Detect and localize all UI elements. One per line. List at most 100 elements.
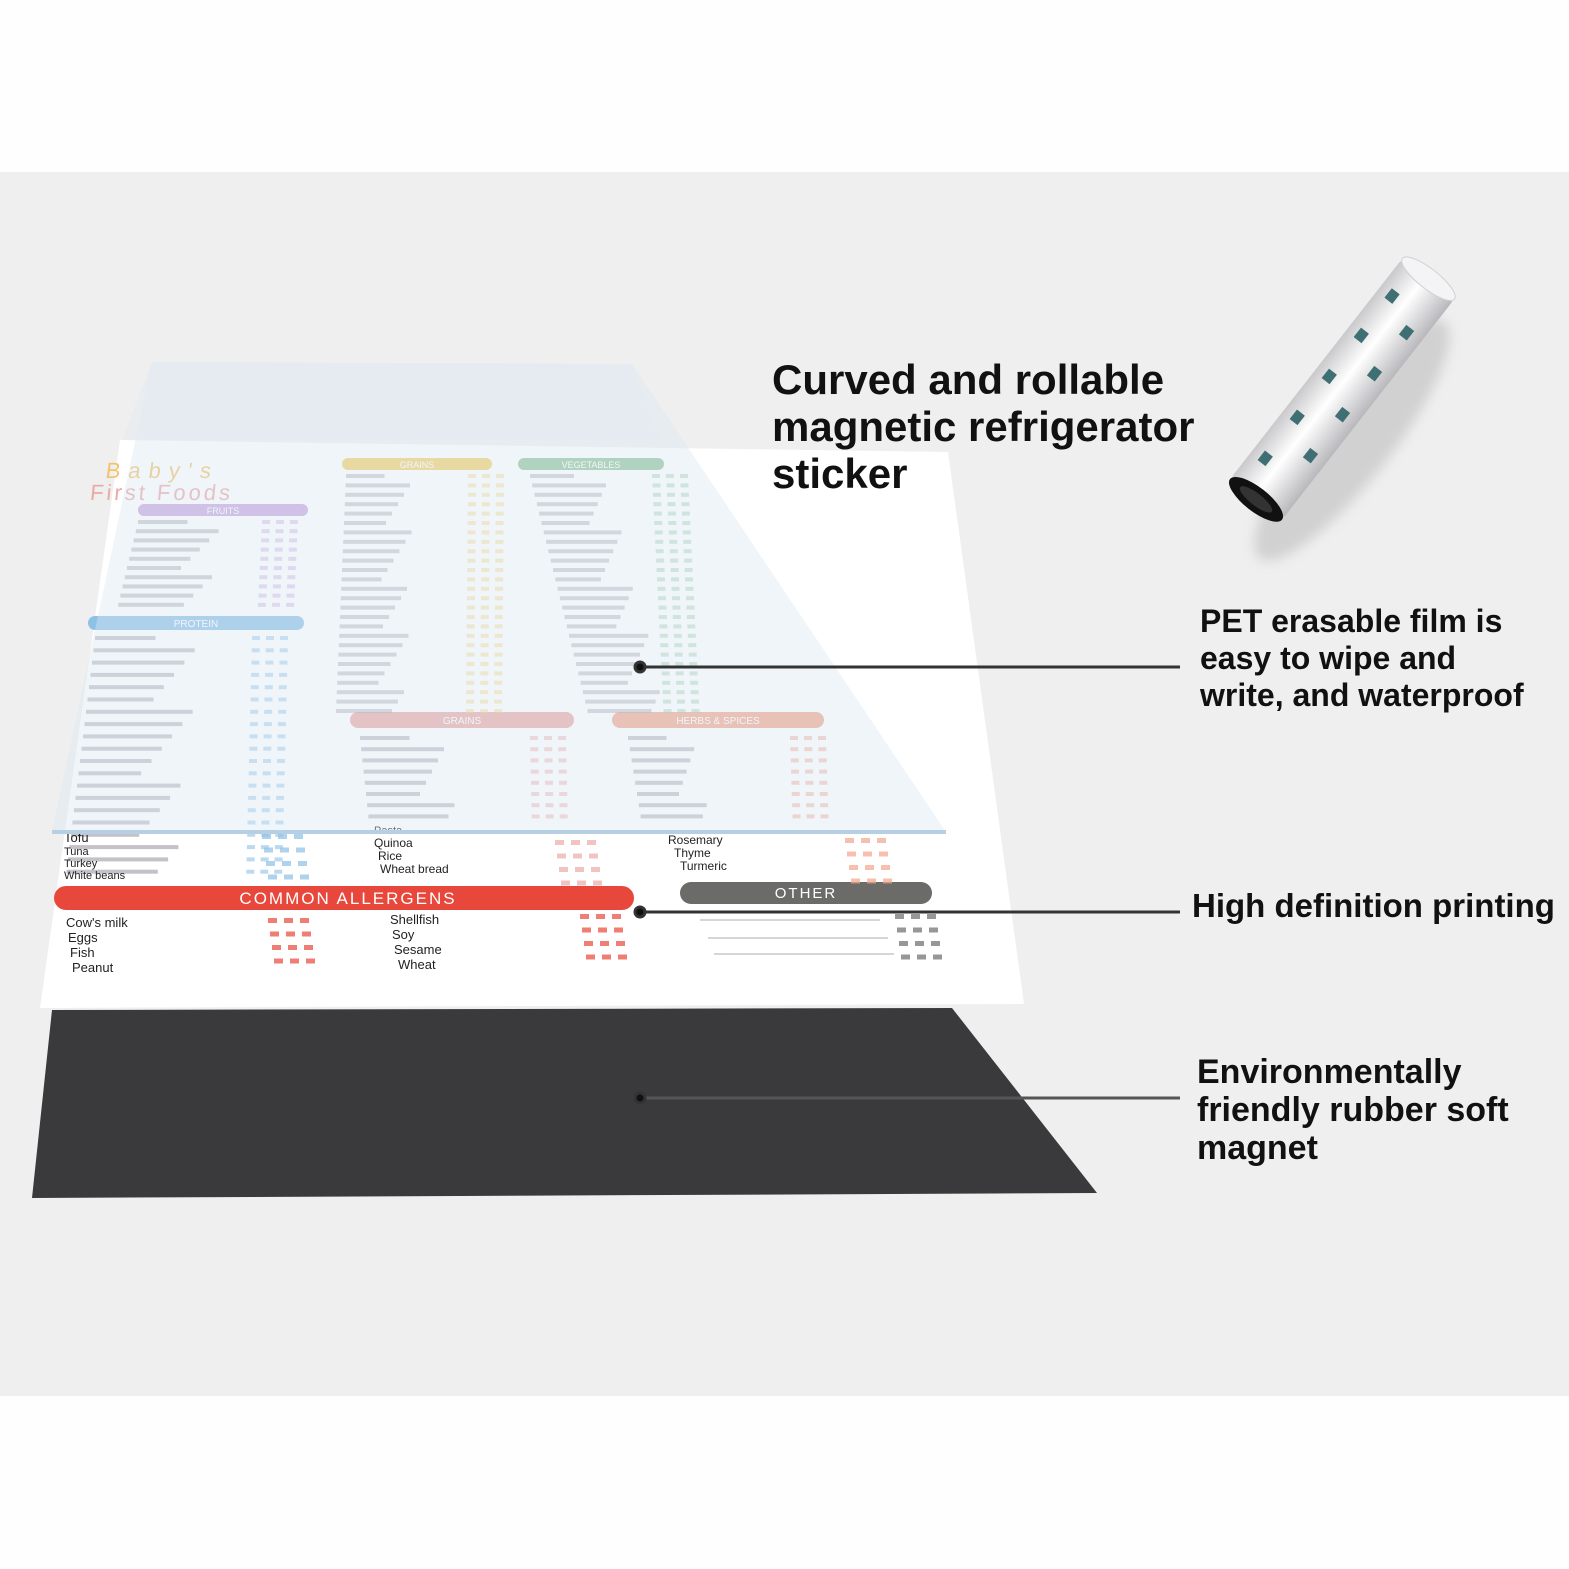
checkbox-dot bbox=[593, 880, 602, 886]
checkbox-dot bbox=[278, 685, 287, 690]
checkbox-dot bbox=[275, 808, 284, 813]
item-line bbox=[344, 511, 392, 516]
checkbox-dot bbox=[466, 615, 475, 619]
item-line bbox=[77, 783, 181, 788]
checkbox-dot bbox=[494, 605, 503, 610]
checkbox-dot bbox=[494, 680, 503, 685]
checkbox-dot bbox=[495, 492, 504, 497]
checkbox-dot bbox=[530, 736, 538, 740]
checkbox-dot bbox=[531, 814, 540, 819]
checkbox-dot bbox=[667, 511, 676, 516]
checkbox-dot bbox=[671, 586, 680, 591]
checkbox-dot bbox=[666, 483, 675, 488]
checkbox-dot bbox=[545, 803, 554, 808]
item-line bbox=[580, 680, 628, 685]
checkbox-dot bbox=[881, 865, 890, 870]
checkbox-dot bbox=[661, 662, 670, 666]
checkbox-dot bbox=[544, 736, 552, 740]
checkbox-dot bbox=[663, 699, 672, 704]
checkbox-dot bbox=[669, 549, 678, 554]
item-line bbox=[631, 758, 691, 763]
checkbox-dot bbox=[260, 845, 269, 850]
callout-pet-film: PET erasable film is easy to wipe and wr… bbox=[1200, 603, 1524, 714]
checkbox-dot bbox=[682, 530, 691, 535]
checkbox-dot bbox=[495, 483, 504, 488]
checkbox-dot bbox=[851, 878, 860, 884]
checkbox-dot bbox=[688, 643, 697, 648]
checkbox-dot bbox=[820, 803, 829, 808]
checkbox-dot bbox=[673, 624, 682, 629]
checkbox-dot bbox=[913, 927, 922, 933]
item-line bbox=[87, 697, 154, 702]
checkbox-dot bbox=[467, 511, 476, 516]
checkbox-dot bbox=[298, 861, 307, 866]
checkbox-dot bbox=[917, 954, 926, 960]
callout-magnet: Environmentally friendly rubber soft mag… bbox=[1197, 1053, 1509, 1168]
item-line bbox=[92, 660, 185, 665]
checkbox-dot bbox=[653, 502, 662, 507]
checkbox-dot bbox=[495, 568, 504, 572]
checkbox-dot bbox=[544, 780, 553, 785]
checkbox-dot bbox=[258, 602, 267, 607]
checkbox-dot bbox=[591, 867, 600, 872]
checkbox-dot bbox=[275, 820, 284, 825]
checkbox-dot bbox=[495, 530, 504, 535]
checkbox-dot bbox=[300, 918, 309, 923]
item-line bbox=[336, 709, 392, 713]
item-line bbox=[546, 539, 618, 544]
checkbox-dot bbox=[555, 840, 564, 845]
item-line bbox=[550, 558, 610, 563]
svg-text:FRUITS: FRUITS bbox=[207, 506, 240, 516]
checkbox-dot bbox=[251, 672, 260, 677]
checkbox-dot bbox=[467, 568, 476, 572]
svg-text:COMMON ALLERGENS: COMMON ALLERGENS bbox=[239, 889, 456, 908]
item-line bbox=[69, 845, 179, 850]
checkbox-dot bbox=[466, 690, 475, 695]
checkbox-dot bbox=[481, 502, 490, 507]
checkbox-dot bbox=[675, 671, 684, 676]
list-item: Rosemary bbox=[668, 833, 723, 847]
checkbox-dot bbox=[558, 769, 567, 774]
item-line bbox=[629, 747, 695, 752]
checkbox-dot bbox=[658, 605, 667, 610]
checkbox-dot bbox=[530, 758, 539, 763]
checkbox-dot bbox=[670, 558, 679, 563]
checkbox-dot bbox=[480, 671, 489, 676]
checkbox-dot bbox=[494, 624, 503, 629]
checkbox-dot bbox=[865, 865, 874, 870]
chart-title-line2: First Foods bbox=[89, 480, 235, 505]
callout-rollable: Curved and rollable magnetic refrigerato… bbox=[772, 356, 1195, 498]
checkbox-dot bbox=[288, 945, 297, 950]
checkbox-dot bbox=[685, 586, 694, 591]
checkbox-dot bbox=[246, 869, 255, 874]
checkbox-dot bbox=[494, 633, 503, 638]
item-line bbox=[340, 615, 389, 619]
item-line bbox=[362, 758, 438, 763]
item-line bbox=[342, 558, 394, 563]
checkbox-dot bbox=[480, 624, 489, 629]
checkbox-dot bbox=[557, 853, 566, 859]
checkbox-dot bbox=[681, 502, 690, 507]
checkbox-dot bbox=[790, 758, 799, 763]
checkbox-dot bbox=[558, 736, 566, 740]
list-item: Thyme bbox=[674, 846, 711, 860]
checkbox-dot bbox=[530, 747, 539, 752]
list-item: Cow's milk bbox=[66, 915, 128, 930]
checkbox-dot bbox=[652, 474, 660, 478]
checkbox-dot bbox=[480, 605, 489, 610]
checkbox-dot bbox=[531, 792, 540, 796]
checkbox-dot bbox=[899, 941, 908, 946]
checkbox-dot bbox=[661, 671, 670, 676]
item-line bbox=[337, 680, 379, 685]
list-item: Tuna bbox=[64, 846, 90, 858]
checkbox-dot bbox=[264, 697, 273, 702]
checkbox-dot bbox=[670, 568, 679, 572]
checkbox-dot bbox=[274, 869, 283, 874]
checkbox-dot bbox=[931, 941, 940, 946]
checkbox-dot bbox=[272, 584, 281, 589]
svg-text:PROTEIN: PROTEIN bbox=[174, 619, 218, 630]
checkbox-dot bbox=[279, 660, 288, 665]
checkbox-dot bbox=[663, 709, 672, 713]
checkbox-dot bbox=[657, 586, 666, 591]
item-line bbox=[346, 474, 385, 478]
